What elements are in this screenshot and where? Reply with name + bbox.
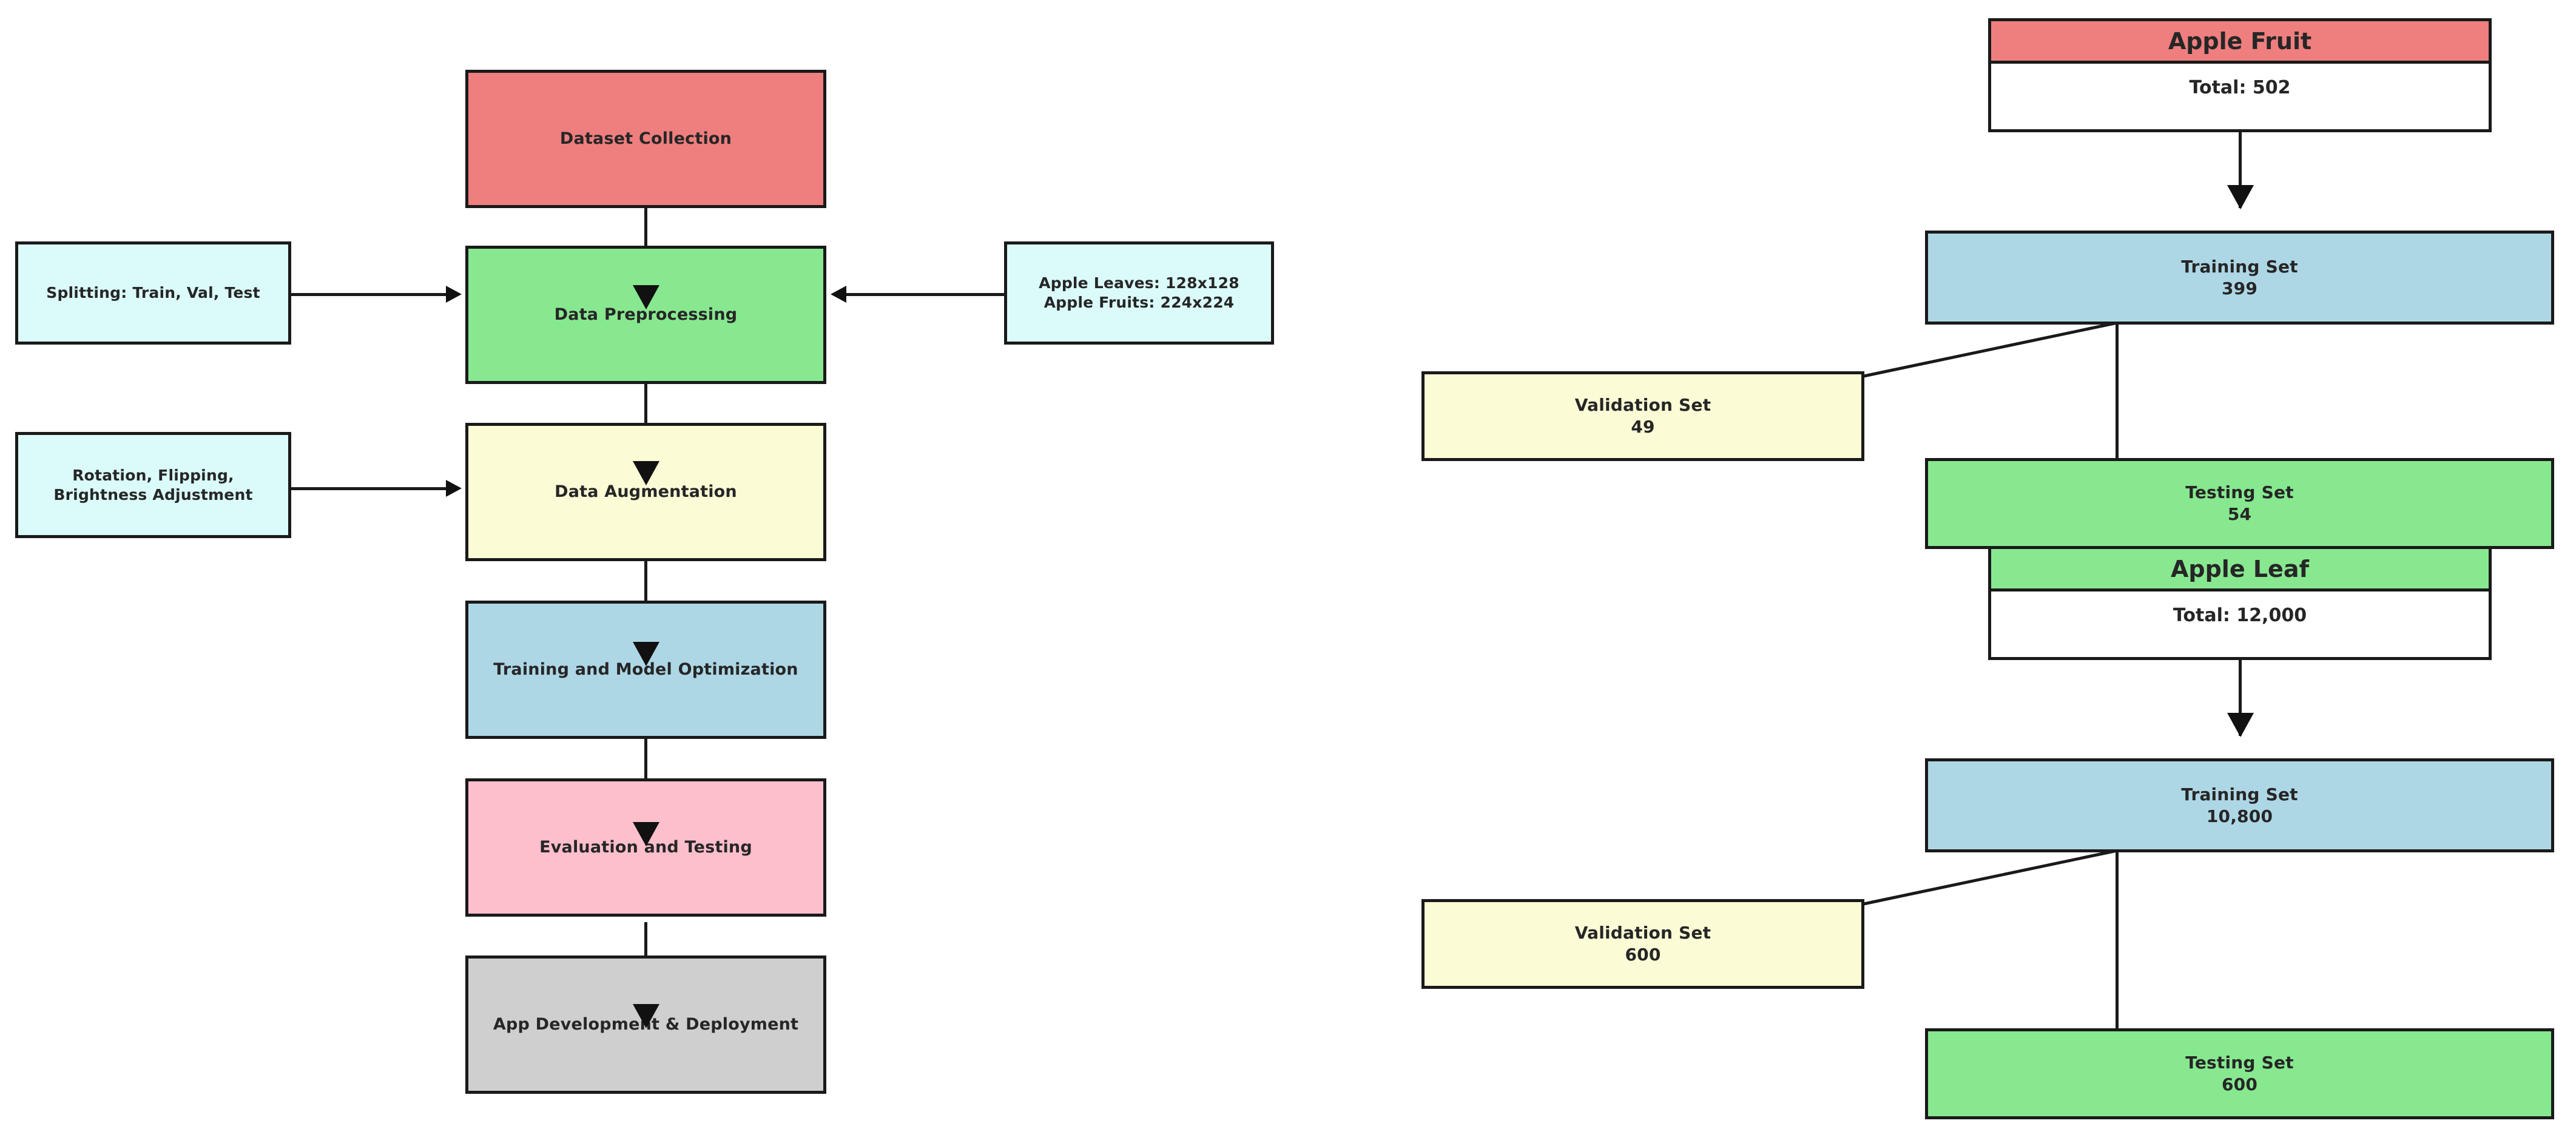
stage-label: Dataset Collection xyxy=(559,129,732,148)
dataset-total-label: Total: 502 xyxy=(2189,76,2291,98)
split-box-leaf-validation-set[interactable]: Validation Set 600 xyxy=(1421,899,1864,989)
pipeline-stage-dataset-collection[interactable]: Dataset Collection xyxy=(465,70,826,208)
arrowhead-preprocessing xyxy=(633,285,659,309)
pipeline-stage-evaluation-testing[interactable]: Evaluation and Testing xyxy=(465,778,826,917)
dataset-card-apple-fruit[interactable]: Apple Fruit Total: 502 xyxy=(1988,18,2492,132)
dataset-card-header: Apple Leaf xyxy=(1991,549,2489,591)
stage-label: Training and Model Optimization xyxy=(493,659,798,679)
split-box-leaf-testing-set[interactable]: Testing Set 600 xyxy=(1925,1028,2554,1119)
dataset-card-total: Total: 12,000 xyxy=(1991,591,2489,639)
dataset-total-label: Total: 12,000 xyxy=(2173,604,2307,626)
split-name: Training Set xyxy=(2181,784,2298,804)
split-box-leaf-training-set[interactable]: Training Set 10,800 xyxy=(1925,758,2554,852)
connector-leaf-training-to-testing xyxy=(2116,851,2119,1030)
arrowhead-leaf-training xyxy=(2227,713,2254,737)
split-name: Validation Set xyxy=(1574,395,1711,416)
arrowhead-image-size-note xyxy=(831,286,846,303)
stage-label: Data Preprocessing xyxy=(554,305,738,324)
dataset-card-header: Apple Fruit xyxy=(1991,21,2489,64)
connector-fruit-card-to-training xyxy=(2239,132,2242,208)
dataset-card-total: Total: 502 xyxy=(1991,64,2489,111)
note-splitting[interactable]: Splitting: Train, Val, Test xyxy=(15,241,291,345)
split-name: Validation Set xyxy=(1574,923,1711,943)
note-line-2: Brightness Adjustment xyxy=(53,485,253,504)
dataset-title: Apple Leaf xyxy=(2171,555,2309,582)
connector-fruit-training-to-testing xyxy=(2116,323,2119,458)
split-name: Testing Set xyxy=(2185,1053,2294,1073)
note-image-sizes[interactable]: Apple Leaves: 128x128 Apple Fruits: 224x… xyxy=(1004,241,1274,345)
arrowhead-deployment xyxy=(633,1004,659,1028)
pipeline-stage-app-deployment[interactable]: App Development & Deployment xyxy=(465,955,826,1094)
arrowhead-augmentation-note xyxy=(446,480,462,497)
arrowhead-augmentation xyxy=(633,461,659,485)
split-count: 600 xyxy=(1625,945,1661,965)
connector-image-size-note xyxy=(846,293,1004,296)
note-line-1: Rotation, Flipping, xyxy=(72,466,234,484)
note-line-1: Apple Leaves: 128x128 xyxy=(1039,274,1239,292)
note-line-1: Splitting: Train, Val, Test xyxy=(46,284,260,302)
connector-leaf-training-to-validation xyxy=(1863,849,2118,906)
split-count: 49 xyxy=(1631,417,1655,437)
split-count: 399 xyxy=(2221,278,2258,298)
pipeline-stage-data-augmentation[interactable]: Data Augmentation xyxy=(465,423,826,561)
arrowhead-splitting-note xyxy=(446,286,462,303)
arrowhead-fruit-training xyxy=(2227,185,2254,209)
arrowhead-evaluation xyxy=(633,822,659,846)
connector-splitting-note xyxy=(291,293,446,296)
split-count: 10,800 xyxy=(2206,806,2273,826)
dataset-title: Apple Fruit xyxy=(2168,27,2312,55)
arrowhead-training xyxy=(633,642,659,666)
split-box-fruit-validation-set[interactable]: Validation Set 49 xyxy=(1421,371,1864,461)
pipeline-stage-training-model-optimization[interactable]: Training and Model Optimization xyxy=(465,601,826,739)
note-augmentation-params[interactable]: Rotation, Flipping, Brightness Adjustmen… xyxy=(15,432,291,538)
split-box-fruit-testing-set[interactable]: Testing Set 54 xyxy=(1925,458,2554,549)
split-box-fruit-training-set[interactable]: Training Set 399 xyxy=(1925,231,2554,325)
split-count: 600 xyxy=(2221,1074,2258,1094)
split-count: 54 xyxy=(2227,504,2252,524)
connector-augmentation-note xyxy=(291,487,446,490)
connector-leaf-card-to-training xyxy=(2239,660,2242,736)
pipeline-stage-data-preprocessing[interactable]: Data Preprocessing xyxy=(465,246,826,384)
stage-label: Data Augmentation xyxy=(555,482,737,501)
note-line-2: Apple Fruits: 224x224 xyxy=(1044,294,1235,311)
dataset-card-apple-leaf[interactable]: Apple Leaf Total: 12,000 xyxy=(1988,546,2492,660)
split-name: Testing Set xyxy=(2185,482,2294,503)
connector-fruit-training-to-validation xyxy=(1863,321,2118,378)
split-name: Training Set xyxy=(2181,256,2298,277)
